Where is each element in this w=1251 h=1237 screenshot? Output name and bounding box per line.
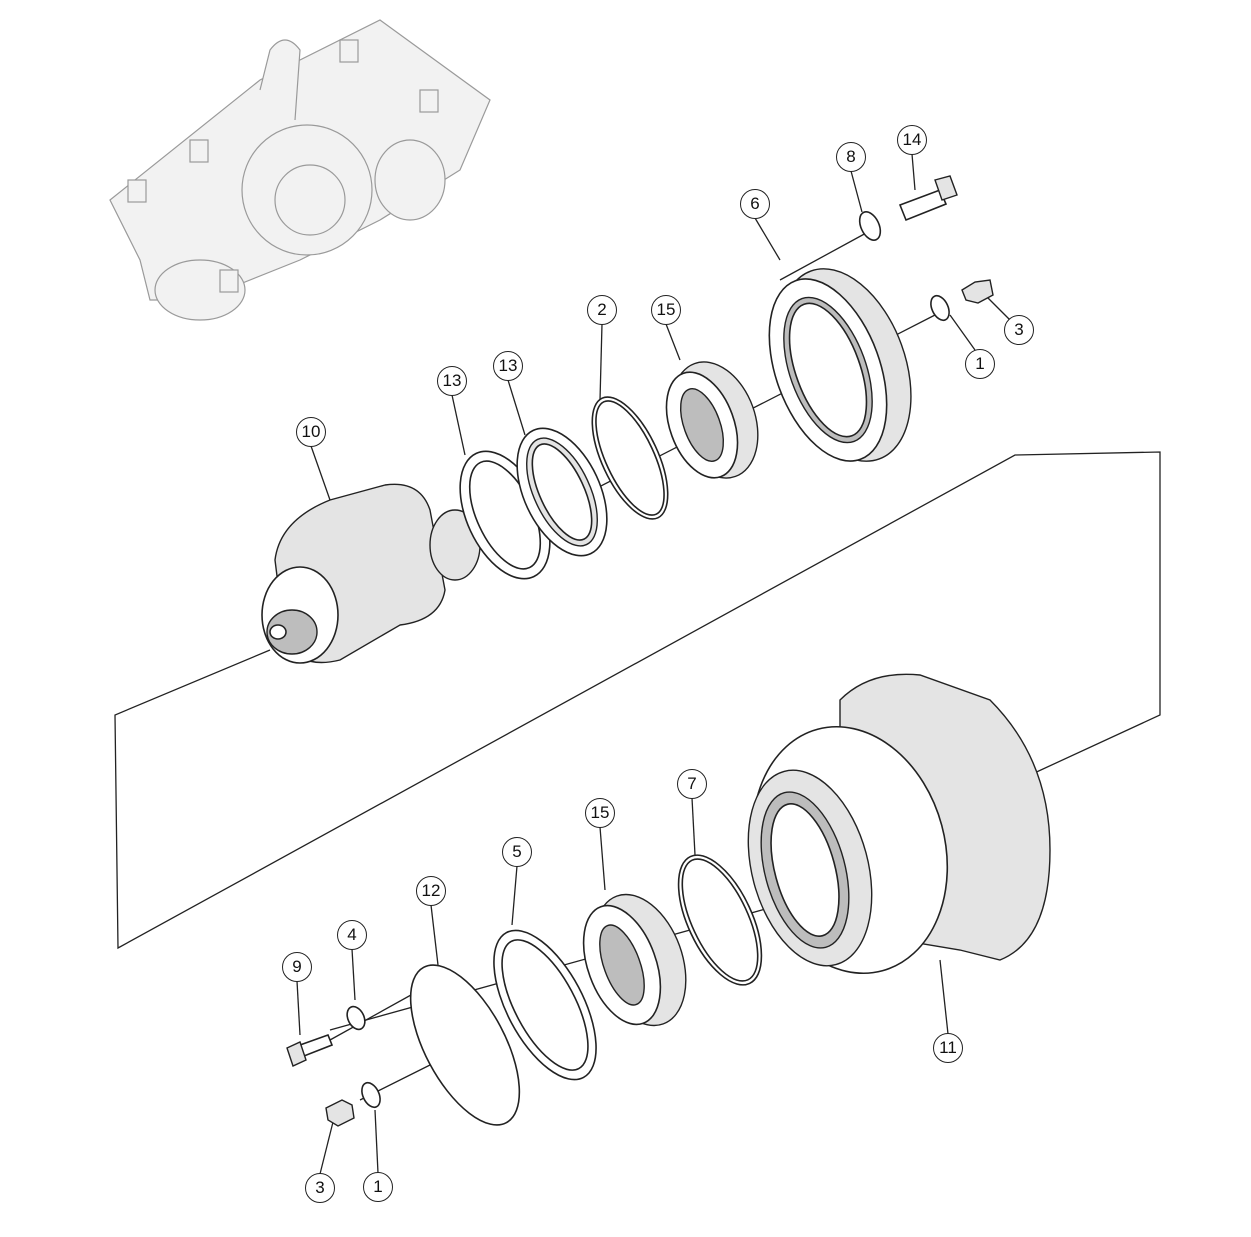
callout-14: 14 xyxy=(897,125,927,155)
callout-3: 3 xyxy=(1004,315,1034,345)
part-10-spindle xyxy=(261,483,481,664)
callout-6: 6 xyxy=(740,189,770,219)
callout-1: 1 xyxy=(965,349,995,379)
callout-1: 1 xyxy=(363,1172,393,1202)
part-3-plug-a xyxy=(961,279,994,304)
part-1-washer-a xyxy=(930,294,950,322)
part-8-washer xyxy=(858,211,882,241)
callout-9: 9 xyxy=(282,952,312,982)
part-7-circlip xyxy=(677,854,763,986)
part-4-washer xyxy=(346,1005,366,1031)
callout-7: 7 xyxy=(677,769,707,799)
callout-13: 13 xyxy=(493,351,523,381)
callout-4: 4 xyxy=(337,920,367,950)
callout-5: 5 xyxy=(502,837,532,867)
part-15-bearing-b xyxy=(582,893,687,1027)
callout-12: 12 xyxy=(416,876,446,906)
part-2-snap-ring xyxy=(591,396,669,520)
part-11-housing xyxy=(747,673,1051,975)
part-14-bolt xyxy=(898,175,958,222)
part-3-plug-b xyxy=(325,1099,355,1127)
part-9-bolt xyxy=(286,1033,334,1067)
part-6-cover-flange xyxy=(768,268,912,462)
callout-11: 11 xyxy=(933,1033,963,1063)
callout-15: 15 xyxy=(651,295,681,325)
part-12-cover-plate xyxy=(409,964,521,1126)
callout-3: 3 xyxy=(305,1173,335,1203)
callout-2: 2 xyxy=(587,295,617,325)
part-13-seal-b xyxy=(516,427,608,557)
machine-overview-thumbnail xyxy=(109,19,491,321)
callout-10: 10 xyxy=(296,417,326,447)
part-5-gasket xyxy=(493,929,597,1081)
callout-15: 15 xyxy=(585,798,615,828)
part-15-bearing-a xyxy=(665,361,759,479)
callout-13: 13 xyxy=(437,366,467,396)
callout-8: 8 xyxy=(836,142,866,172)
part-1-washer-b xyxy=(361,1081,381,1109)
